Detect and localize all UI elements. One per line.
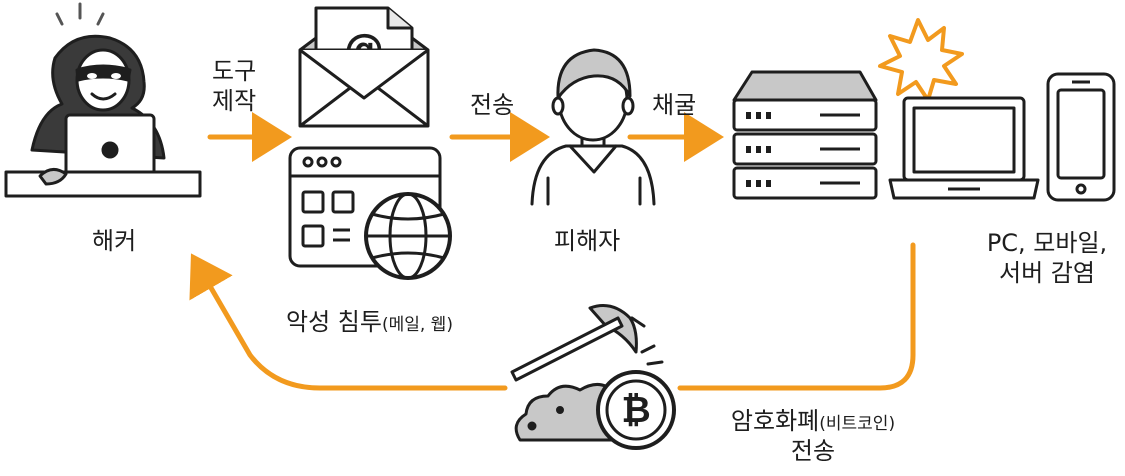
victim-person-icon	[530, 48, 656, 206]
label-infected-line1: PC, 모바일,	[986, 229, 1108, 257]
label-tool-line2: 제작	[212, 87, 257, 115]
label-infection: 악성 침투(메일, 웹)	[286, 307, 453, 337]
email-icon: @	[298, 6, 430, 128]
label-tool-line1: 도구	[212, 57, 257, 85]
arrow-coin-to-hacker	[189, 253, 508, 391]
pickaxe-icon	[510, 304, 664, 382]
label-crypto-line2: 전송	[790, 437, 836, 465]
label-infection-sub: (메일, 웹)	[381, 315, 453, 335]
flow-arrows	[189, 112, 916, 391]
bitcoin-coin-icon: ₿	[596, 370, 676, 450]
smartphone-icon	[1046, 72, 1116, 202]
label-crypto-sub: (비트코인)	[819, 414, 896, 434]
web-globe-icon	[288, 146, 452, 280]
hacker-icon	[4, 2, 202, 198]
label-infected: PC, 모바일, 서버 감염	[982, 228, 1112, 288]
dirt-pile	[514, 383, 624, 442]
alert-marks	[55, 2, 105, 26]
label-crypto: 암호화폐(비트코인) 전송	[704, 406, 922, 466]
label-transmit: 전송	[470, 91, 515, 119]
explosion-icon	[878, 18, 964, 102]
label-mining: 채굴	[652, 91, 697, 119]
label-victim: 피해자	[554, 227, 621, 255]
laptop-icon	[888, 96, 1040, 200]
label-crypto-main: 암호화폐	[730, 407, 820, 435]
label-infected-line2: 서버 감염	[999, 259, 1095, 287]
label-infection-main: 악성 침투	[286, 308, 382, 336]
arrow-devices-to-coin	[677, 242, 916, 391]
svg-text:₿: ₿	[621, 390, 650, 431]
server-icon	[732, 70, 878, 200]
label-hacker: 해커	[92, 227, 137, 255]
